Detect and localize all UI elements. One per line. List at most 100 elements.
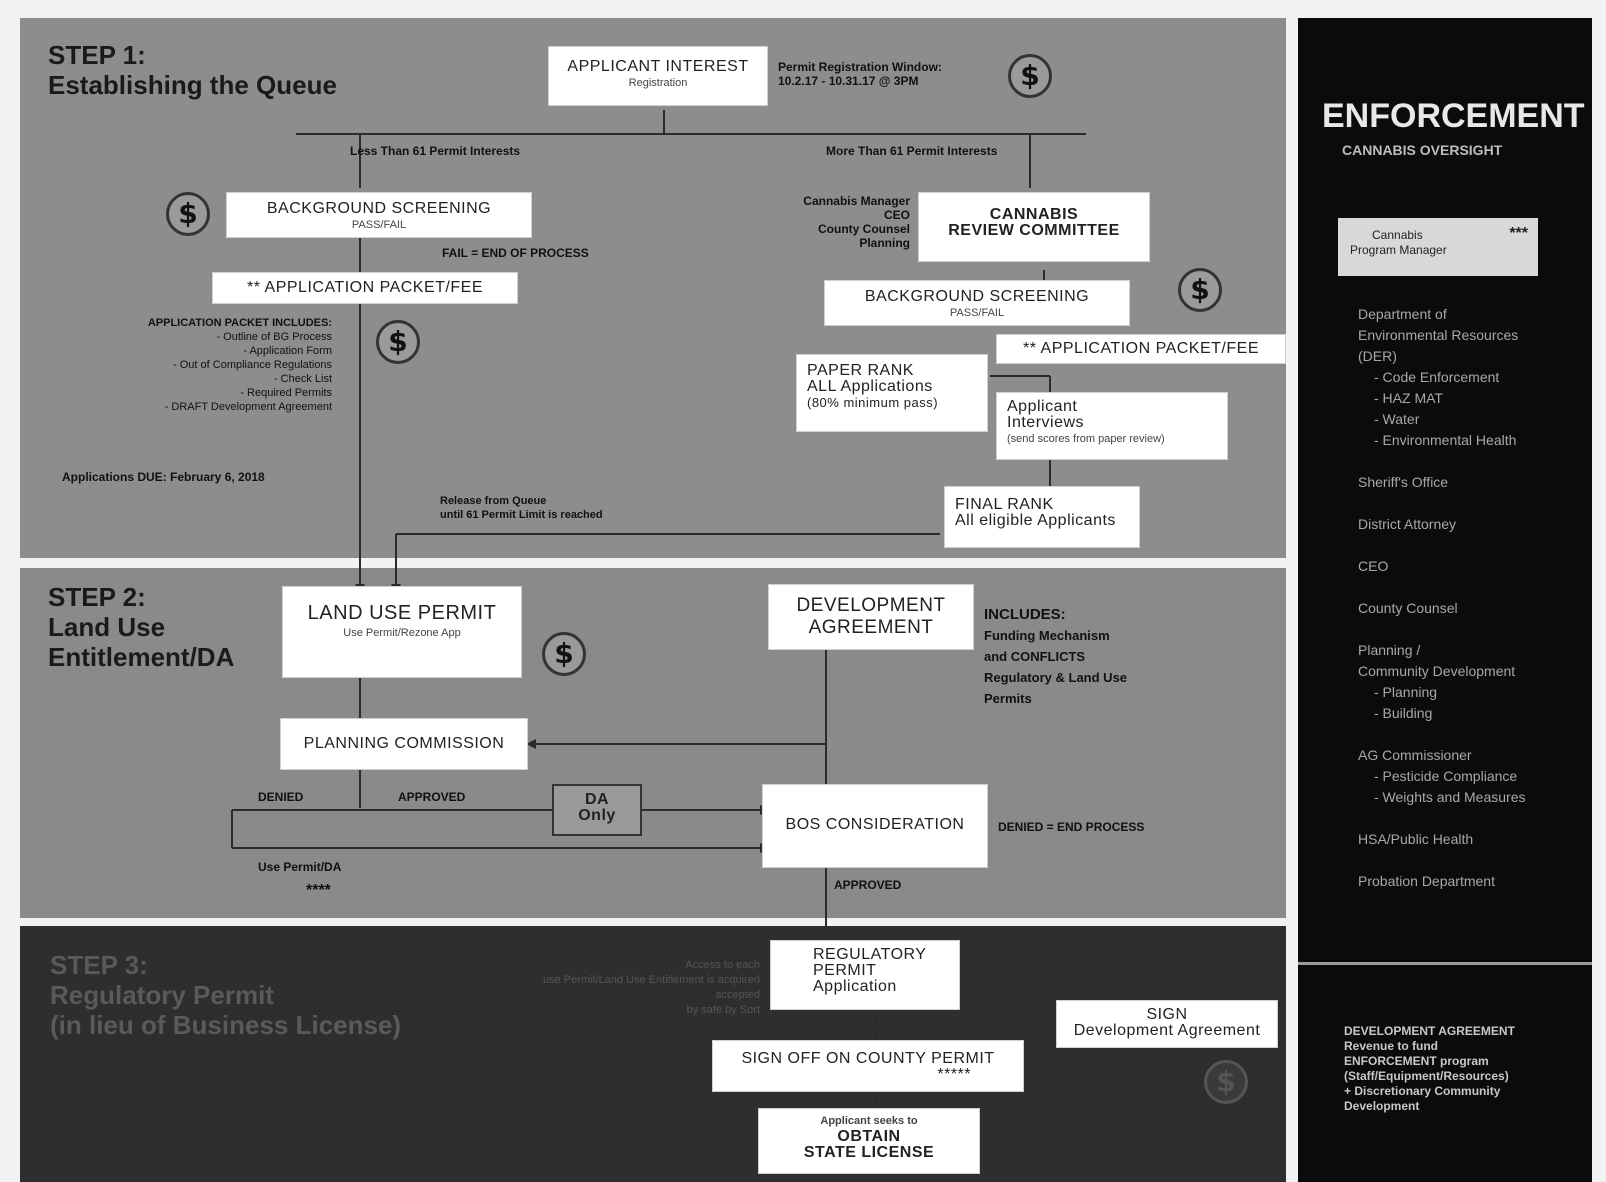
applicant-interest-box: APPLICANT INTEREST Registration xyxy=(548,46,768,106)
agency-item: - Code Enforcement xyxy=(1374,369,1500,385)
release-queue-label: Release from Queue until 61 Permit Limit… xyxy=(440,494,603,522)
agency-item: Community Development xyxy=(1358,663,1516,679)
land-use-permit-sub: Use Permit/Rezone App xyxy=(343,627,461,639)
state-license-line1: Applicant seeks to xyxy=(820,1115,918,1127)
enforcement-footer-line: (Staff/Equipment/Resources) xyxy=(1344,1069,1509,1083)
registration-window-note: Permit Registration Window: 10.2.17 - 10… xyxy=(778,60,942,88)
step2-line2: Land Use xyxy=(48,612,166,642)
includes-line4: Regulatory & Land Use xyxy=(984,670,1128,685)
sign-off-box: SIGN OFF ON COUNTY PERMIT ***** xyxy=(712,1040,1024,1092)
crc-member: Cannabis Manager xyxy=(803,194,910,208)
more-than-label: More Than 61 Permit Interests xyxy=(826,144,998,158)
applicant-interest-sub: Registration xyxy=(628,77,688,89)
final-rank-box: FINAL RANK All eligible Applicants xyxy=(944,486,1140,548)
crc-member: Planning xyxy=(859,236,910,250)
interviews-box: Applicant Interviews (send scores from p… xyxy=(996,392,1228,460)
crc-member: CEO xyxy=(883,208,910,222)
step3-note-line1: Access to each xyxy=(685,959,760,971)
bg-screening-left-title: BACKGROUND SCREENING xyxy=(266,200,492,217)
agency-item: (DER) xyxy=(1358,348,1397,364)
fee-dollar-icon: $ xyxy=(376,320,420,364)
approved-label: APPROVED xyxy=(398,790,466,804)
fee-dollar-icon: $ xyxy=(1008,54,1052,98)
agency-item: District Attorney xyxy=(1358,516,1457,532)
agency-item: - Water xyxy=(1374,411,1420,427)
crc-member: County Counsel xyxy=(818,222,910,236)
enforcement-divider xyxy=(1298,962,1592,965)
sign-off-stars: ***** xyxy=(937,1066,971,1083)
packet-includes-item: - Check List xyxy=(273,373,332,385)
includes-note: INCLUDES: Funding Mechanism and CONFLICT… xyxy=(984,604,1127,709)
paper-rank-box: PAPER RANK ALL Applications (80% minimum… xyxy=(796,354,988,432)
step3-note-line4: by safe by Sort xyxy=(686,1004,760,1016)
step1-line2: Establishing the Queue xyxy=(48,70,337,100)
agency-item: Department of xyxy=(1358,306,1447,322)
app-packet-left-label: ** APPLICATION PACKET/FEE xyxy=(247,279,483,296)
bg-screening-right-title: BACKGROUND SCREENING xyxy=(864,288,1090,305)
bos-label: BOS CONSIDERATION xyxy=(785,816,965,833)
includes-line5: Permits xyxy=(984,691,1032,706)
includes-line3: and CONFLICTS xyxy=(984,649,1086,664)
sign-da-line1: SIGN xyxy=(1146,1006,1188,1023)
includes-line2: Funding Mechanism xyxy=(984,628,1110,643)
step2-title: STEP 2: Land Use Entitlement/DA xyxy=(48,582,234,672)
da-only-box: DA Only xyxy=(552,784,642,836)
step3-panel xyxy=(20,926,1286,1182)
da-only-line2: Only xyxy=(578,807,616,824)
registration-window-line1: Permit Registration Window: xyxy=(778,60,942,74)
agency-item: - Pesticide Compliance xyxy=(1374,768,1518,784)
paper-rank-line3: (80% minimum pass) xyxy=(807,395,939,410)
bg-screening-right-box: BACKGROUND SCREENING PASS/FAIL xyxy=(824,280,1130,326)
bg-screening-left-box: BACKGROUND SCREENING PASS/FAIL xyxy=(226,192,532,238)
regulatory-permit-line3: Application xyxy=(813,978,897,995)
state-license-box: Applicant seeks to OBTAIN STATE LICENSE xyxy=(758,1108,980,1174)
dev-agreement-box: DEVELOPMENT AGREEMENT xyxy=(768,584,974,650)
step3-note-line2: use Permit/Land Use Entitlement is acqui… xyxy=(542,974,760,986)
release-queue-line2: until 61 Permit Limit is reached xyxy=(440,509,603,521)
use-permit-da-label: Use Permit/DA xyxy=(258,860,342,874)
program-manager-stars: *** xyxy=(1509,225,1528,242)
paper-rank-line1: PAPER RANK xyxy=(807,362,914,379)
sign-off-title: SIGN OFF ON COUNTY PERMIT xyxy=(741,1050,995,1067)
agency-item: County Counsel xyxy=(1358,600,1458,616)
approved2-label: APPROVED xyxy=(834,878,902,892)
da-only-line1: DA xyxy=(584,791,610,808)
step2-line3: Entitlement/DA xyxy=(48,642,235,672)
includes-line1: INCLUDES: xyxy=(984,606,1066,623)
sign-da-line2: Development Agreement xyxy=(1073,1022,1261,1039)
dev-agreement-line2: AGREEMENT xyxy=(808,617,934,638)
enforcement-panel: ENFORCEMENT CANNABIS OVERSIGHT Cannabis … xyxy=(1298,18,1592,1182)
dev-agreement-line1: DEVELOPMENT xyxy=(796,595,946,616)
final-rank-line1: FINAL RANK xyxy=(955,496,1054,513)
program-manager-line1: Cannabis xyxy=(1372,228,1423,242)
step3-title: STEP 3: Regulatory Permit (in lieu of Bu… xyxy=(50,950,401,1040)
enforcement-footer-line: DEVELOPMENT AGREEMENT xyxy=(1344,1024,1515,1038)
packet-includes-heading: APPLICATION PACKET INCLUDES: xyxy=(147,317,332,329)
packet-includes-item: - DRAFT Development Agreement xyxy=(164,401,332,413)
interviews-line2: Interviews xyxy=(1007,414,1085,431)
step1-line1: STEP 1: xyxy=(48,40,146,70)
agency-item: - Weights and Measures xyxy=(1374,789,1526,805)
enforcement-title: ENFORCEMENT xyxy=(1322,97,1585,135)
packet-includes-item: - Out of Compliance Regulations xyxy=(173,359,332,371)
agency-item: HSA/Public Health xyxy=(1358,831,1474,847)
crc-line1: CANNABIS xyxy=(989,206,1079,223)
denied-label: DENIED xyxy=(258,790,304,804)
fee-dollar-icon: $ xyxy=(166,192,210,236)
step3-line3: (in lieu of Business License) xyxy=(50,1010,402,1040)
planning-commission-label: PLANNING COMMISSION xyxy=(303,735,505,752)
step3-line1: STEP 3: xyxy=(50,950,148,980)
step1-title: STEP 1: Establishing the Queue xyxy=(48,40,337,100)
planning-commission-box: PLANNING COMMISSION xyxy=(280,718,528,770)
interviews-line3: (send scores from paper review) xyxy=(1007,433,1165,445)
bos-box: BOS CONSIDERATION xyxy=(762,784,988,868)
packet-includes-item: - Outline of BG Process xyxy=(216,331,332,343)
applicant-interest-title: APPLICANT INTEREST xyxy=(567,58,749,75)
agency-item: - HAZ MAT xyxy=(1374,390,1443,406)
release-queue-line1: Release from Queue xyxy=(440,495,547,507)
program-manager-box: Cannabis Program Manager *** xyxy=(1338,218,1538,276)
regulatory-permit-line1: REGULATORY xyxy=(813,946,927,963)
fee-dollar-icon: $ xyxy=(1204,1060,1248,1104)
interviews-line1: Applicant xyxy=(1007,398,1078,415)
